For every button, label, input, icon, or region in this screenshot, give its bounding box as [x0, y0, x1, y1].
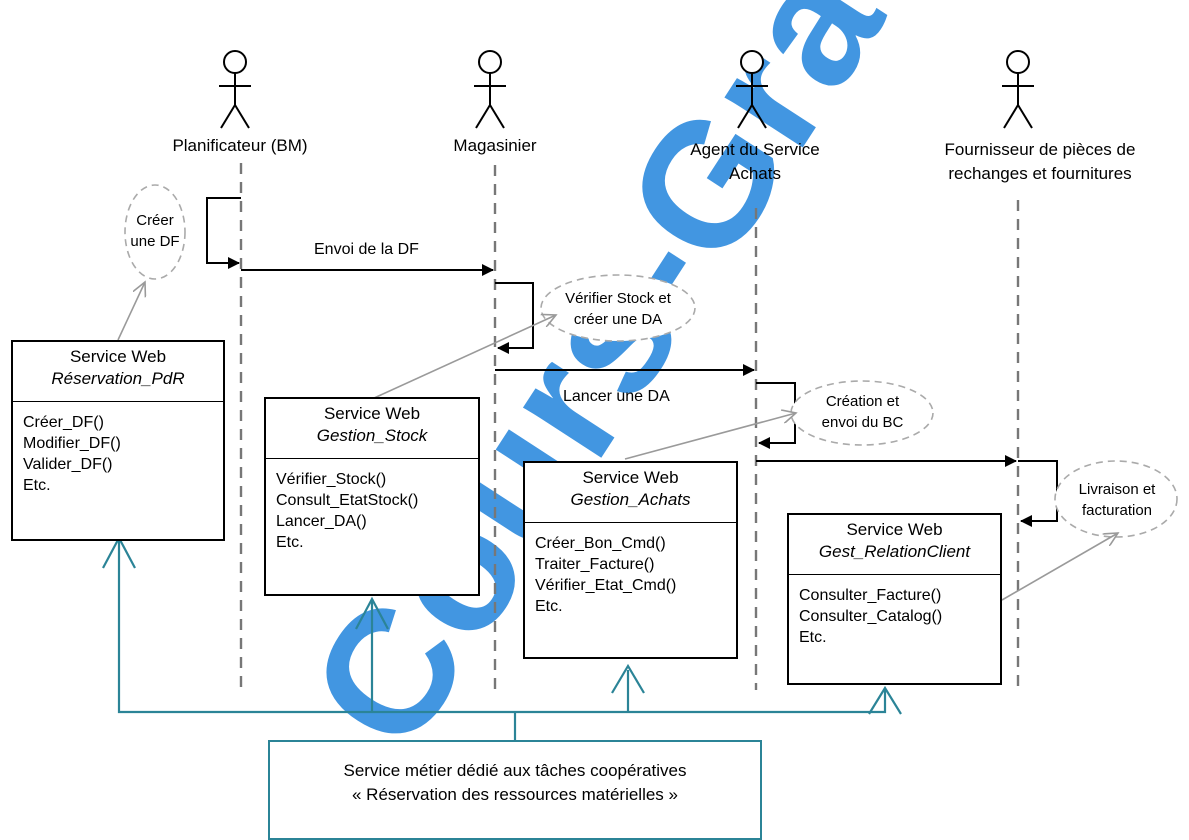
business-service-box: Service métier dédié aux tâches coopérat…	[268, 740, 762, 840]
actor-label-agent: Agent du Service Achats	[690, 140, 820, 183]
operation: Etc.	[535, 598, 563, 615]
self-message-verifier-stock	[495, 282, 534, 354]
note-creation-bc: Création et envoi du BC	[821, 393, 904, 431]
operation: Consulter_Facture()	[799, 587, 942, 604]
service-name: Réservation_PdR	[51, 369, 185, 388]
note-creation-bc-shape	[790, 380, 934, 446]
actor-label-fournisseur: Fournisseur de pièces de rechanges et fo…	[944, 140, 1136, 183]
business-service-line2: « Réservation des ressources matérielles…	[352, 785, 678, 804]
service-title: Service Web	[323, 404, 421, 423]
service-header: Service Web Réservation_PdR	[13, 342, 223, 402]
service-header: Service Web Gest_RelationClient	[789, 515, 1000, 575]
message-label-lancer-da: Lancer une DA	[563, 388, 670, 405]
actor-label-planificateur: Planificateur (BM)	[172, 136, 308, 155]
operation: Lancer_DA()	[276, 513, 367, 530]
actor-label-magasinier: Magasinier	[453, 136, 537, 155]
assoc-reservation	[117, 282, 145, 341]
actor-planificateur-icon	[219, 50, 251, 129]
service-operations: Consulter_Facture() Consulter_Catalog() …	[789, 575, 1000, 648]
service-gestion-achats: Service Web Gestion_Achats Créer_Bon_Cmd…	[523, 461, 738, 659]
operation: Vérifier_Stock()	[276, 471, 387, 488]
operation: Créer_DF()	[23, 414, 104, 431]
note-creer-df: Créer une DF	[130, 212, 180, 250]
service-title: Service Web	[582, 468, 679, 487]
actor-magasinier-icon	[474, 50, 506, 129]
service-reservation-pdr: Service Web Réservation_PdR Créer_DF() M…	[11, 340, 225, 541]
business-service-line1: Service métier dédié aux tâches coopérat…	[343, 761, 687, 780]
operation: Etc.	[276, 534, 304, 551]
teal-connectors	[102, 535, 902, 742]
operation: Vérifier_Etat_Cmd()	[535, 577, 677, 594]
actor-fournisseur-icon	[1002, 50, 1034, 129]
service-operations: Créer_Bon_Cmd() Traiter_Facture() Vérifi…	[525, 523, 736, 617]
operation: Etc.	[799, 629, 827, 646]
message-label-envoi-df: Envoi de la DF	[314, 241, 419, 258]
service-name: Gestion_Stock	[316, 426, 428, 445]
service-header: Service Web Gestion_Achats	[525, 463, 736, 523]
service-gestion-stock: Service Web Gestion_Stock Vérifier_Stock…	[264, 397, 480, 596]
actor-agent-icon	[736, 50, 768, 129]
assoc-achats	[624, 413, 796, 460]
service-header: Service Web Gestion_Stock	[266, 399, 478, 459]
note-livraison: Livraison et facturation	[1078, 481, 1156, 519]
watermark: Cours-Gratuit.com	[272, 0, 1189, 781]
operation: Modifier_DF()	[23, 435, 121, 452]
service-name: Gestion_Achats	[570, 490, 691, 509]
note-verifier-stock: Vérifier Stock et créer une DA	[565, 290, 671, 328]
service-operations: Vérifier_Stock() Consult_EtatStock() Lan…	[266, 459, 478, 553]
self-message-creer-df	[206, 197, 241, 269]
operation: Etc.	[23, 477, 51, 494]
lifelines	[239, 163, 1020, 690]
operation: Consult_EtatStock()	[276, 492, 419, 509]
operation: Valider_DF()	[23, 456, 113, 473]
operation: Consulter_Catalog()	[799, 608, 943, 625]
note-verifier-stock-shape	[540, 274, 696, 342]
self-message-livraison	[1018, 460, 1058, 527]
operation: Traiter_Facture()	[535, 556, 655, 573]
service-name: Gest_RelationClient	[818, 542, 971, 561]
assoc-relationclient	[1001, 533, 1118, 601]
self-message-creation-bc	[756, 382, 796, 449]
assoc-stock	[371, 315, 556, 400]
operation: Créer_Bon_Cmd()	[535, 535, 666, 552]
service-title: Service Web	[846, 520, 943, 539]
service-title: Service Web	[69, 347, 167, 366]
note-creer-df-shape	[124, 184, 186, 280]
service-operations: Créer_DF() Modifier_DF() Valider_DF() Et…	[13, 402, 223, 496]
service-gest-relationclient: Service Web Gest_RelationClient Consulte…	[787, 513, 1002, 685]
